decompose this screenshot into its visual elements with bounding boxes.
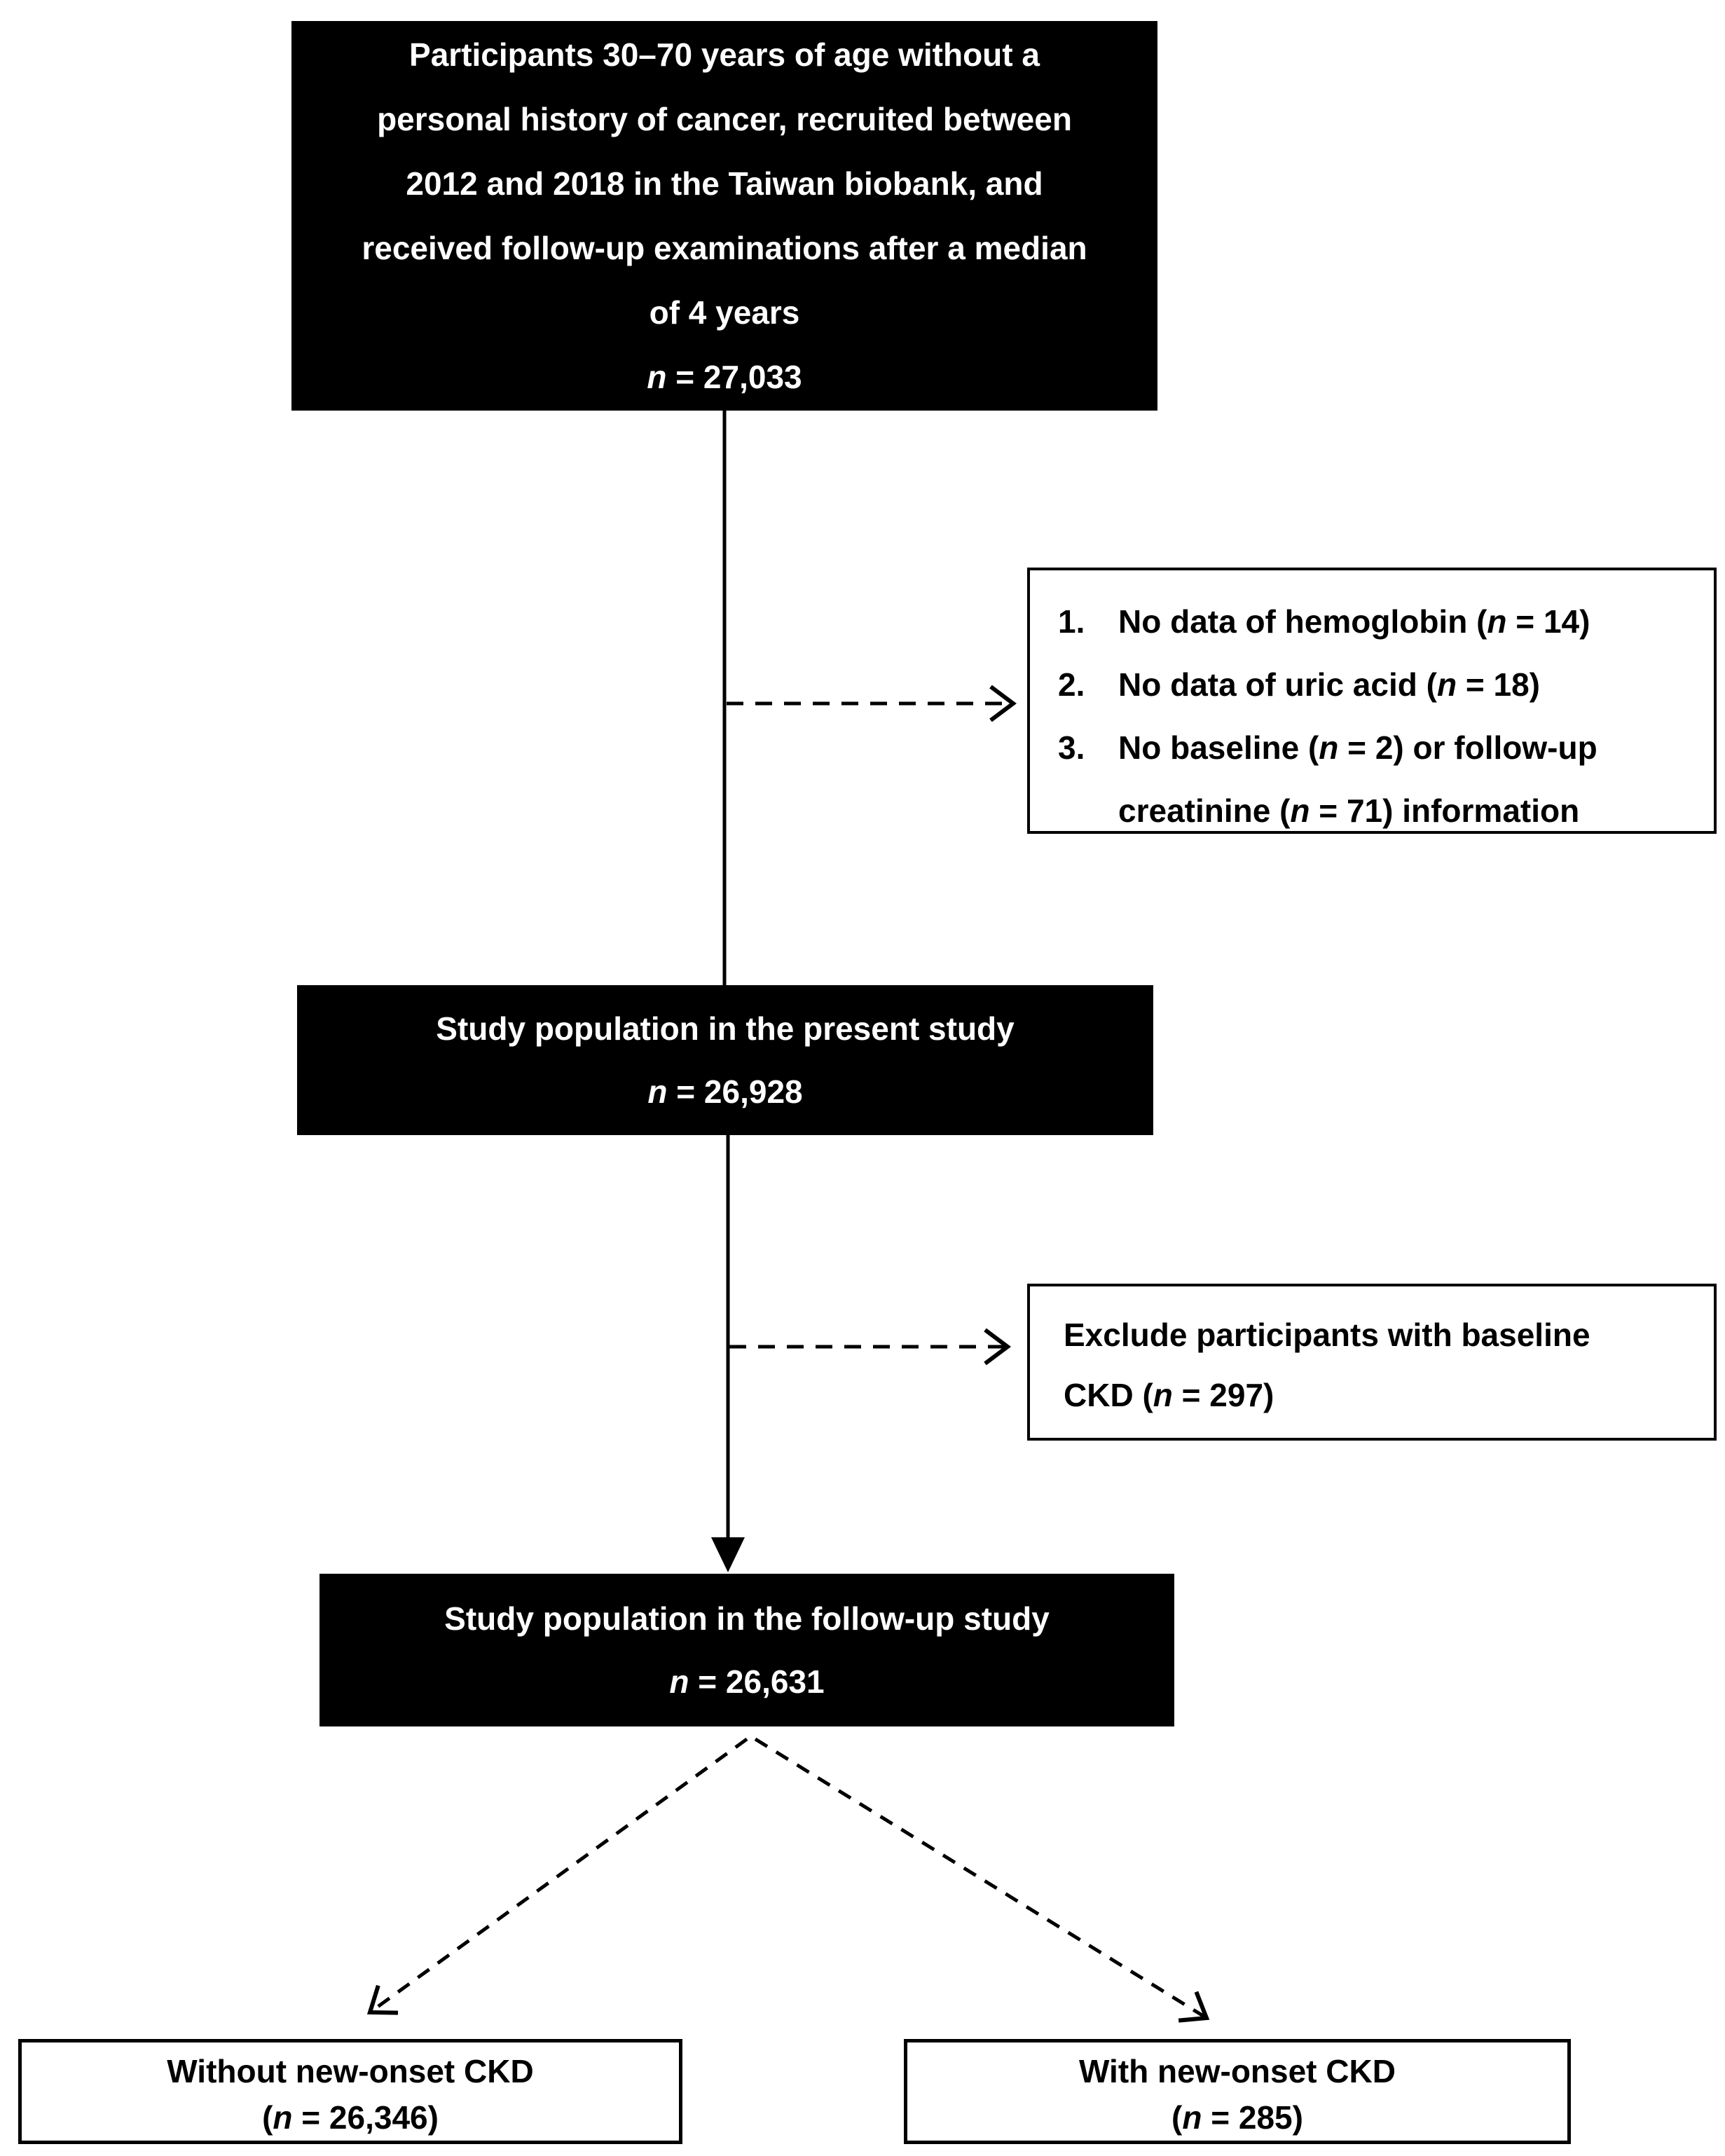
with-ckd-title: With new-onset CKD (1079, 2053, 1396, 2089)
list-number (1058, 779, 1118, 842)
top-box-line: received follow-up examinations after a … (362, 230, 1087, 266)
with-ckd-box: With new-onset CKD (n = 285) (904, 2039, 1571, 2144)
exclusion-box-1: 1. No data of hemoglobin (n = 14) 2. No … (1027, 568, 1717, 834)
exclusion-item-1: 1. No data of hemoglobin (n = 14) (1058, 590, 1693, 653)
present-study-title: Study population in the present study (436, 1010, 1015, 1047)
without-ckd-count: (n = 26,346) (262, 2099, 439, 2136)
top-box-count: n = 27,033 (647, 359, 802, 395)
present-study-box: Study population in the present study n … (297, 985, 1153, 1135)
down-arrowhead (711, 1537, 745, 1572)
list-item-text: No baseline (n = 2) or follow-up (1118, 729, 1597, 766)
list-number: 3. (1058, 729, 1085, 766)
exclusion-2-line-2: CKD (n = 297) (1064, 1377, 1274, 1413)
without-ckd-title: Without new-onset CKD (167, 2053, 534, 2089)
exclusion-2-line-1: Exclude participants with baseline (1064, 1317, 1590, 1353)
exclusion-item-3: 3. No baseline (n = 2) or follow-up (1058, 716, 1693, 779)
top-population-box: Participants 30–70 years of age without … (291, 21, 1157, 411)
top-box-line: Participants 30–70 years of age without … (409, 36, 1040, 73)
exclusion-item-2: 2. No data of uric acid (n = 18) (1058, 653, 1693, 716)
list-number: 2. (1058, 666, 1085, 703)
followup-study-count: n = 26,631 (669, 1663, 825, 1700)
list-item-text: creatinine (n = 71) information (1118, 792, 1580, 829)
present-study-count: n = 26,928 (647, 1073, 803, 1110)
exclusion-box-2: Exclude participants with baseline CKD (… (1027, 1284, 1717, 1441)
followup-study-title: Study population in the follow-up study (444, 1600, 1050, 1637)
list-item-text: No data of hemoglobin (n = 14) (1118, 603, 1590, 640)
list-item-text: No data of uric acid (n = 18) (1118, 666, 1540, 703)
exclusion-item-3-continued: creatinine (n = 71) information (1058, 779, 1693, 842)
top-box-line: of 4 years (649, 294, 800, 331)
list-number: 1. (1058, 603, 1085, 640)
with-ckd-count: (n = 285) (1171, 2099, 1303, 2136)
top-box-line: 2012 and 2018 in the Taiwan biobank, and (406, 165, 1043, 202)
dashed-arrow-to-without-ckd (366, 1737, 748, 2015)
dashed-arrow-to-with-ckd (754, 1737, 1210, 2023)
top-box-line: personal history of cancer, recruited be… (377, 101, 1072, 137)
followup-study-box: Study population in the follow-up study … (319, 1574, 1174, 1726)
without-ckd-box: Without new-onset CKD (n = 26,346) (18, 2039, 682, 2144)
